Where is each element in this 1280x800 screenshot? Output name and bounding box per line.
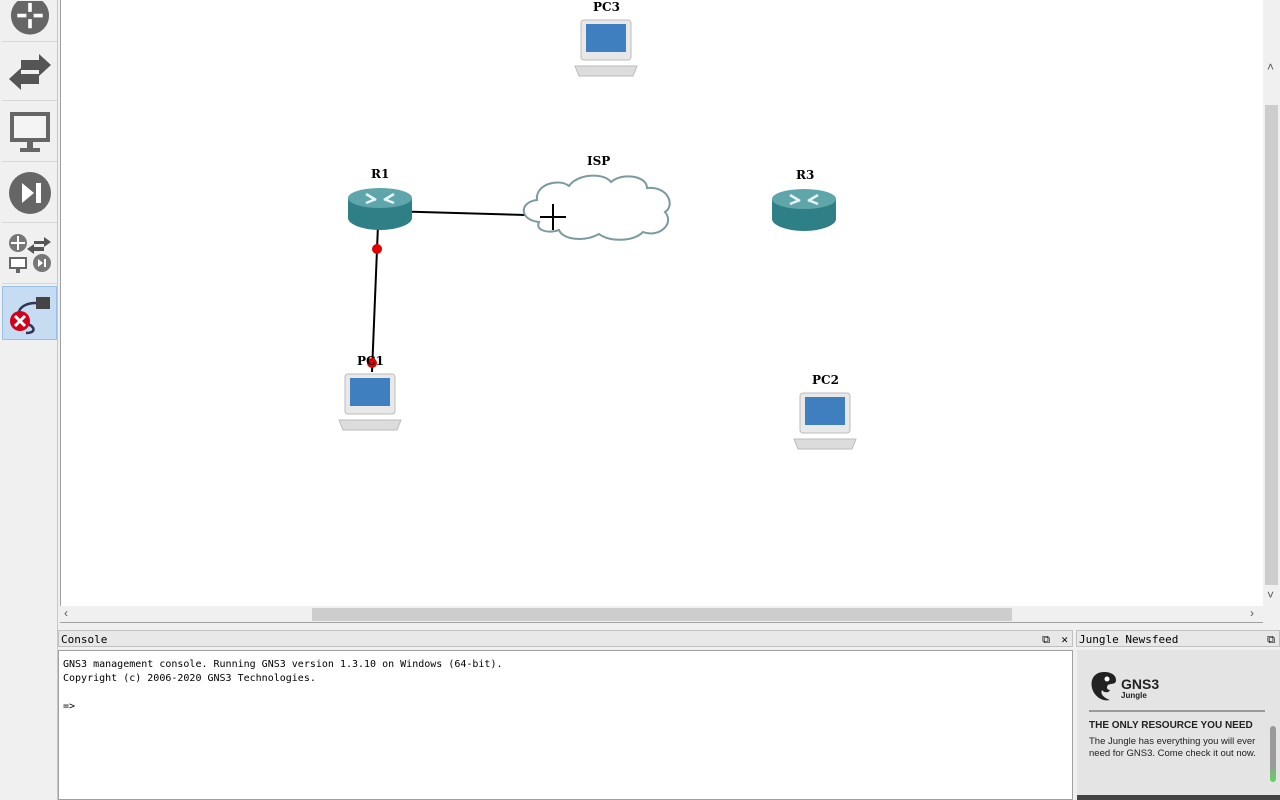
browse-end-devices-button[interactable] xyxy=(2,102,57,162)
scroll-right-icon[interactable]: › xyxy=(1250,606,1254,620)
divider xyxy=(1089,710,1265,712)
topology-canvas[interactable]: PC3 R1 ISP R3 PC1 PC2 xyxy=(60,0,1263,606)
browse-switches-button[interactable] xyxy=(2,43,57,101)
node-label-pc1[interactable]: PC1 xyxy=(357,354,384,368)
play-pause-icon xyxy=(8,171,51,214)
jungle-title: Jungle Newsfeed xyxy=(1079,633,1179,646)
router-icon xyxy=(10,0,49,35)
node-label-r3[interactable]: R3 xyxy=(796,168,815,182)
add-link-button[interactable] xyxy=(2,286,57,340)
router-node-icon[interactable] xyxy=(346,186,414,234)
jungle-scrollbar[interactable] xyxy=(1270,726,1276,782)
gns3-logo-text: GNS3 xyxy=(1121,676,1160,692)
node-label-isp[interactable]: ISP xyxy=(587,154,611,168)
device-toolbar xyxy=(0,0,58,800)
node-label-r1[interactable]: R1 xyxy=(371,167,390,181)
link-status-dot xyxy=(367,358,377,368)
node-label-pc2[interactable]: PC2 xyxy=(812,373,839,387)
crosshair-cursor-icon xyxy=(540,204,566,230)
node-label-pc3[interactable]: PC3 xyxy=(593,0,620,14)
jungle-logo-subtext: Jungle xyxy=(1121,691,1147,700)
jungle-headline[interactable]: THE ONLY RESOURCE YOU NEED xyxy=(1089,720,1253,731)
float-icon[interactable]: ⧉ xyxy=(1267,633,1275,646)
horizontal-scrollbar[interactable]: ‹ › xyxy=(60,606,1263,623)
link-status-dot xyxy=(372,244,382,254)
scroll-up-icon[interactable]: ˄ xyxy=(1267,60,1275,74)
cloud-icon[interactable] xyxy=(519,172,677,244)
jungle-newsfeed: GNS3 Jungle THE ONLY RESOURCE YOU NEED T… xyxy=(1077,650,1280,800)
scroll-left-icon[interactable]: ‹ xyxy=(64,606,68,620)
chameleon-logo-icon xyxy=(1091,672,1116,701)
jungle-footer-bar xyxy=(1077,795,1280,800)
console-dock-title: Console ⧉ ✕ xyxy=(58,630,1073,647)
router-node-icon[interactable] xyxy=(770,187,838,235)
jungle-dock-title: Jungle Newsfeed ⧉ xyxy=(1076,630,1280,647)
all-devices-icon xyxy=(8,233,51,273)
console-output[interactable]: GNS3 management console. Running GNS3 ve… xyxy=(58,650,1073,800)
horizontal-scroll-thumb[interactable] xyxy=(312,608,1012,621)
vertical-scroll-thumb[interactable] xyxy=(1265,105,1278,585)
browse-routers-button[interactable] xyxy=(2,0,57,42)
monitor-icon xyxy=(9,111,50,152)
links-layer xyxy=(350,209,527,373)
vertical-scrollbar[interactable]: ˄ ˅ xyxy=(1263,0,1280,606)
pc-icon[interactable] xyxy=(792,391,858,451)
float-icon[interactable]: ⧉ xyxy=(1042,633,1050,646)
jungle-body-text: The Jungle has everything you will ever … xyxy=(1089,736,1256,759)
add-link-icon xyxy=(9,297,50,335)
browse-security-devices-button[interactable] xyxy=(2,163,57,223)
close-icon[interactable]: ✕ xyxy=(1061,633,1068,646)
console-title: Console xyxy=(61,633,108,646)
switch-icon xyxy=(8,53,51,90)
pc-icon[interactable] xyxy=(337,372,403,432)
pc-icon[interactable] xyxy=(573,18,639,78)
scroll-down-icon[interactable]: ˅ xyxy=(1267,588,1275,602)
browse-all-devices-button[interactable] xyxy=(2,224,57,284)
